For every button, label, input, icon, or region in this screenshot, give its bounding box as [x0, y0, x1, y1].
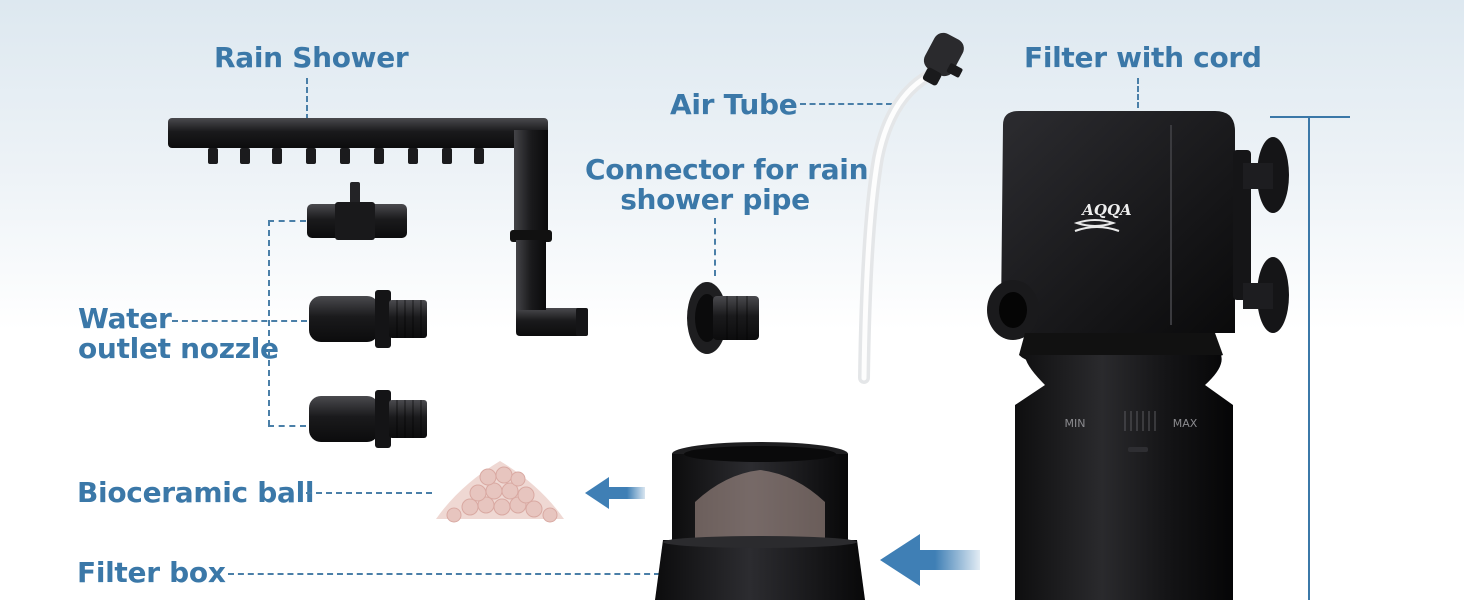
height-dimension-line — [1308, 116, 1310, 600]
water-outlet-leader-top — [268, 220, 306, 222]
water-outlet-leader-v — [268, 220, 270, 426]
dial-min-text: MIN — [1065, 417, 1086, 430]
height-dimension-cap — [1270, 116, 1350, 118]
air-tube-leader — [800, 103, 892, 105]
water-outlet-nozzle-label: Water outlet nozzle — [78, 304, 279, 364]
bioceramic-ball-label: Bioceramic ball — [77, 476, 315, 509]
dial-max-text: MAX — [1173, 417, 1198, 430]
water-outlet-leader-bottom — [268, 425, 306, 427]
connector-label-line1: Connector for rain — [585, 153, 869, 186]
rain-shower-label: Rain Shower — [214, 41, 409, 74]
connector-leader — [714, 218, 716, 276]
filter-unit: MIN MAX AQQA — [987, 111, 1289, 600]
rain-shower-connector — [687, 282, 759, 354]
rain-shower-leader — [306, 78, 308, 120]
water-outlet-nozzle-1 — [309, 290, 427, 348]
bioceramic-leader — [306, 492, 432, 494]
air-tube-label: Air Tube — [670, 88, 798, 121]
water-outlet-leader-h — [172, 320, 307, 322]
filter-with-cord-label: Filter with cord — [1024, 41, 1262, 74]
arrow-to-filter-box — [880, 534, 980, 586]
connector-label-line2: shower pipe — [620, 183, 810, 216]
rain-shower-pipe — [168, 118, 588, 336]
water-outlet-nozzle-2 — [309, 390, 427, 448]
brand-logo-text: AQQA — [1080, 201, 1131, 219]
arrow-to-bioceramic — [585, 477, 645, 509]
water-outlet-label-line1: Water — [78, 302, 172, 335]
filter-box — [655, 442, 865, 600]
filter-box-leader — [228, 573, 660, 575]
filter-with-cord-leader — [1137, 78, 1139, 108]
t-connector — [307, 182, 407, 240]
filter-box-label: Filter box — [77, 556, 226, 589]
bioceramic-balls — [436, 461, 564, 523]
air-tube — [858, 32, 964, 384]
connector-label: Connector for rain shower pipe — [585, 153, 869, 216]
water-outlet-label-line2: outlet nozzle — [78, 332, 279, 365]
